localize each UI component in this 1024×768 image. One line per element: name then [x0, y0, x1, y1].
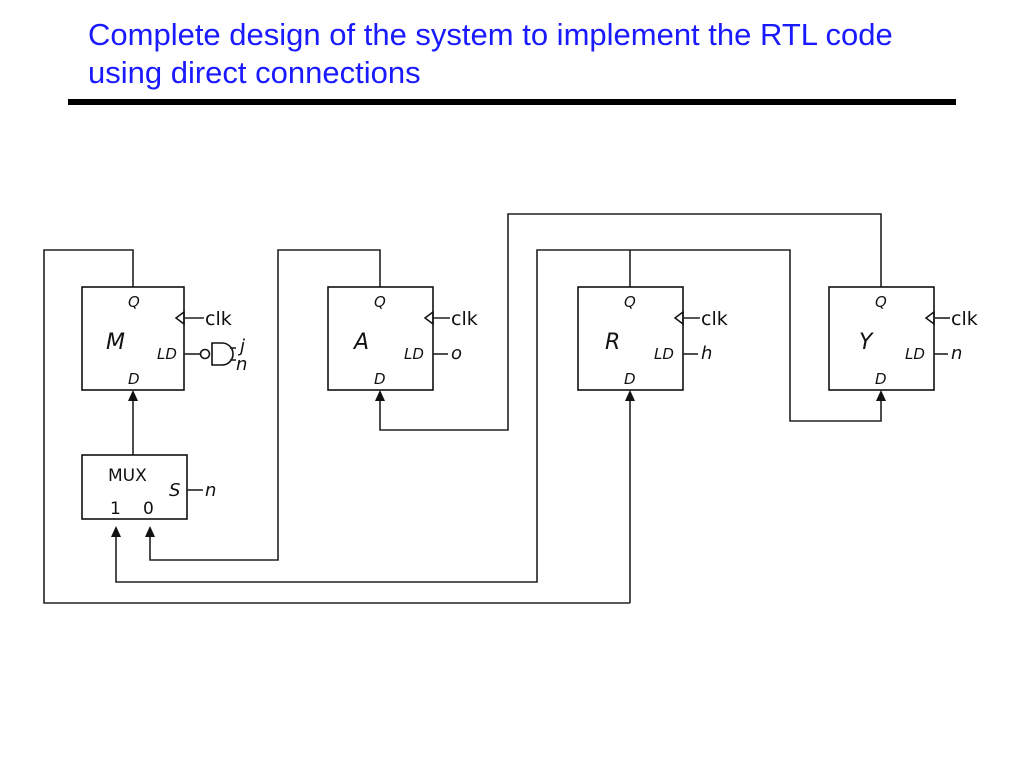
register-a-q: Q	[374, 293, 386, 311]
register-y-d: D	[875, 370, 887, 388]
wire-r-q-to-mux-in1	[115, 249, 630, 583]
register-m-box	[81, 286, 185, 391]
register-a-clk: clk	[451, 308, 478, 330]
register-m-ld-input-j: j	[237, 336, 245, 357]
register-r-ld: LD	[654, 345, 674, 363]
register-r-clk: clk	[701, 308, 728, 330]
register-m-name: M	[106, 330, 125, 355]
mux-name: MUX	[108, 466, 147, 486]
wire-r-q-to-y-d	[629, 249, 882, 422]
arrow-a-d	[375, 390, 385, 401]
register-a-box	[327, 286, 434, 391]
register-m-ld: LD	[157, 345, 177, 363]
and-gate-bubble	[199, 348, 211, 360]
mux: MUX S n 1 0	[81, 454, 216, 520]
register-a-ld: LD	[404, 345, 424, 363]
and-gate-icon	[211, 342, 234, 366]
register-y-ld-signal: n	[951, 343, 962, 364]
register-a-name: A	[352, 330, 369, 355]
register-r-name: R	[605, 330, 620, 355]
mux-box	[81, 454, 188, 520]
register-a: Q A LD D clk o	[327, 286, 478, 391]
arrow-mux-in1	[111, 526, 121, 537]
register-y-ld: LD	[905, 345, 925, 363]
register-y-box	[828, 286, 935, 391]
mux-input-1-label: 1	[110, 499, 121, 519]
mux-select-label: S	[169, 480, 180, 501]
register-m-q: Q	[128, 293, 140, 311]
register-r-ld-signal: h	[701, 343, 712, 364]
mux-input-0-label: 0	[143, 499, 154, 519]
register-y-q: Q	[875, 293, 887, 311]
register-a-d: D	[374, 370, 386, 388]
wire-a-q-to-mux-in0	[149, 249, 381, 561]
wires	[43, 213, 882, 604]
register-m-ld-input-n: n	[236, 354, 247, 375]
wire-y-q-to-a-d	[379, 213, 882, 431]
mux-select-signal: n	[205, 480, 216, 501]
register-m-d: D	[128, 370, 140, 388]
slide-title: Complete design of the system to impleme…	[88, 17, 893, 90]
register-y-name: Y	[859, 330, 874, 355]
register-y-clk: clk	[951, 308, 978, 330]
arrow-mux-in0	[145, 526, 155, 537]
title-rule	[68, 99, 956, 105]
register-m: Q M LD D clk j n	[81, 286, 247, 391]
wire-m-q-to-mux-in1	[43, 249, 630, 604]
register-r-q: Q	[624, 293, 636, 311]
register-r: Q R LD D clk h	[577, 286, 728, 391]
arrowheads	[111, 390, 886, 537]
register-r-box	[577, 286, 684, 391]
register-m-clk: clk	[205, 308, 232, 330]
arrow-m-d	[128, 390, 138, 401]
register-y: Q Y LD D clk n	[828, 286, 978, 391]
register-r-d: D	[624, 370, 636, 388]
arrow-r-d	[625, 390, 635, 401]
arrow-y-d	[876, 390, 886, 401]
register-a-ld-signal: o	[451, 343, 462, 364]
